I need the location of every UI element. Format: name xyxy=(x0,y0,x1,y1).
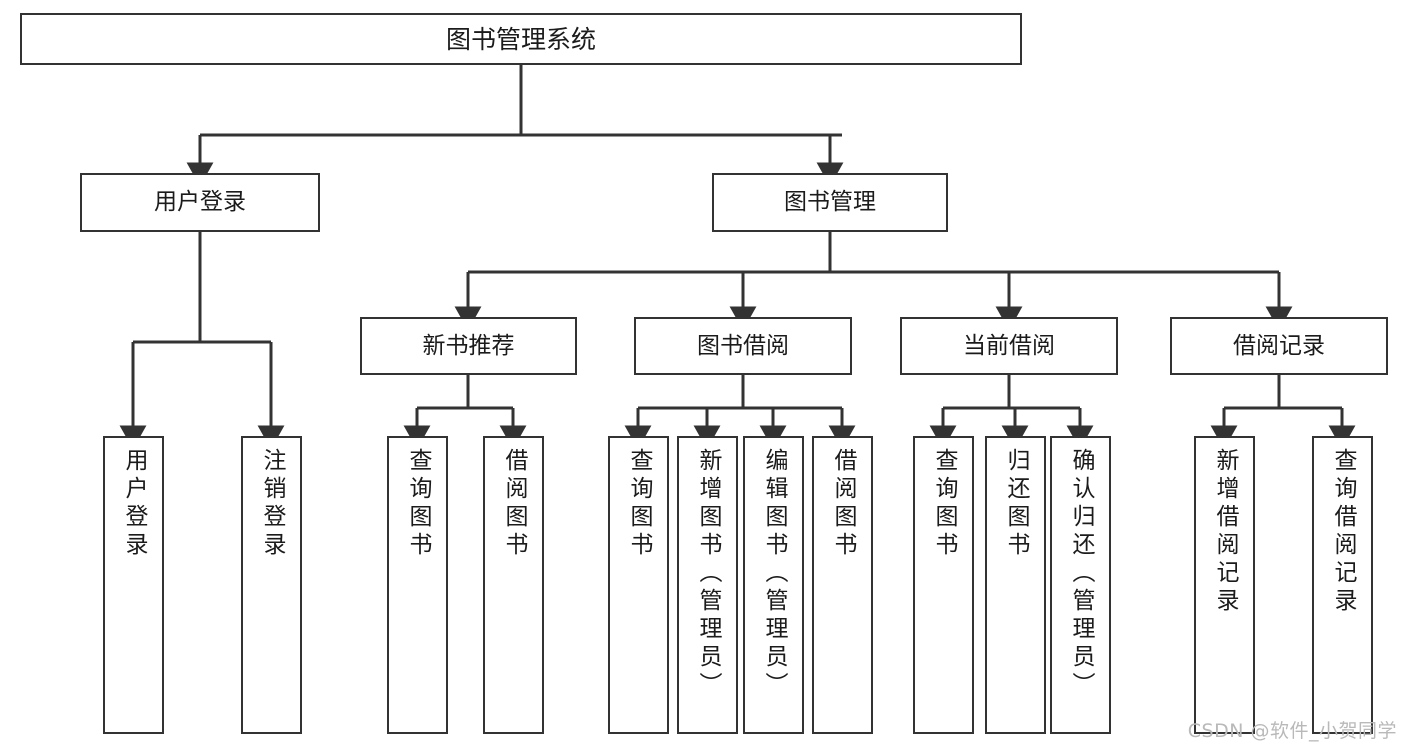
leaf-borrow-query-book-label: 查询图书 xyxy=(626,448,652,560)
node-borrow-record[interactable]: 借阅记录 xyxy=(1170,317,1388,375)
leaf-new-book-query[interactable]: 查询图书 xyxy=(387,436,448,734)
node-current-borrow[interactable]: 当前借阅 xyxy=(900,317,1118,375)
node-current-borrow-label: 当前借阅 xyxy=(963,332,1055,359)
leaf-borrow-book-label: 借阅图书 xyxy=(830,448,856,560)
leaf-return-book-label: 归还图书 xyxy=(1003,448,1029,560)
leaf-current-query-book[interactable]: 查询图书 xyxy=(913,436,974,734)
leaf-user-login[interactable]: 用户登录 xyxy=(103,436,164,734)
leaf-user-login-label: 用户登录 xyxy=(121,448,147,560)
node-borrow-record-label: 借阅记录 xyxy=(1233,332,1325,359)
leaf-logout-label: 注销登录 xyxy=(259,448,285,560)
node-book-manage[interactable]: 图书管理 xyxy=(712,173,948,232)
leaf-confirm-return-admin[interactable]: 确认归还（管理员） xyxy=(1050,436,1111,734)
leaf-add-borrow-record[interactable]: 新增借阅记录 xyxy=(1194,436,1255,734)
watermark: CSDN @软件_小贺同学 xyxy=(1187,720,1397,742)
node-book-borrow-label: 图书借阅 xyxy=(697,332,789,359)
node-root[interactable]: 图书管理系统 xyxy=(20,13,1022,65)
leaf-add-book-admin-label: 新增图书（管理员） xyxy=(695,448,721,700)
leaf-query-borrow-record[interactable]: 查询借阅记录 xyxy=(1312,436,1373,734)
leaf-add-borrow-record-label: 新增借阅记录 xyxy=(1212,448,1238,616)
leaf-borrow-query-book[interactable]: 查询图书 xyxy=(608,436,669,734)
node-book-manage-label: 图书管理 xyxy=(784,189,876,215)
leaf-new-book-query-label: 查询图书 xyxy=(405,448,431,560)
node-book-borrow[interactable]: 图书借阅 xyxy=(634,317,852,375)
node-new-book-recommend[interactable]: 新书推荐 xyxy=(360,317,577,375)
leaf-logout[interactable]: 注销登录 xyxy=(241,436,302,734)
leaf-return-book[interactable]: 归还图书 xyxy=(985,436,1046,734)
node-user-login[interactable]: 用户登录 xyxy=(80,173,320,232)
node-user-login-label: 用户登录 xyxy=(154,189,246,215)
leaf-edit-book-admin-label: 编辑图书（管理员） xyxy=(761,448,787,700)
leaf-query-borrow-record-label: 查询借阅记录 xyxy=(1330,448,1356,616)
leaf-confirm-return-admin-label: 确认归还（管理员） xyxy=(1068,448,1094,700)
leaf-borrow-book[interactable]: 借阅图书 xyxy=(812,436,873,734)
leaf-add-book-admin[interactable]: 新增图书（管理员） xyxy=(677,436,738,734)
node-new-book-recommend-label: 新书推荐 xyxy=(422,332,515,359)
leaf-current-query-book-label: 查询图书 xyxy=(931,448,957,560)
node-root-label: 图书管理系统 xyxy=(445,24,596,54)
leaf-edit-book-admin[interactable]: 编辑图书（管理员） xyxy=(743,436,804,734)
leaf-new-book-borrow-label: 借阅图书 xyxy=(501,448,527,560)
leaf-new-book-borrow[interactable]: 借阅图书 xyxy=(483,436,544,734)
